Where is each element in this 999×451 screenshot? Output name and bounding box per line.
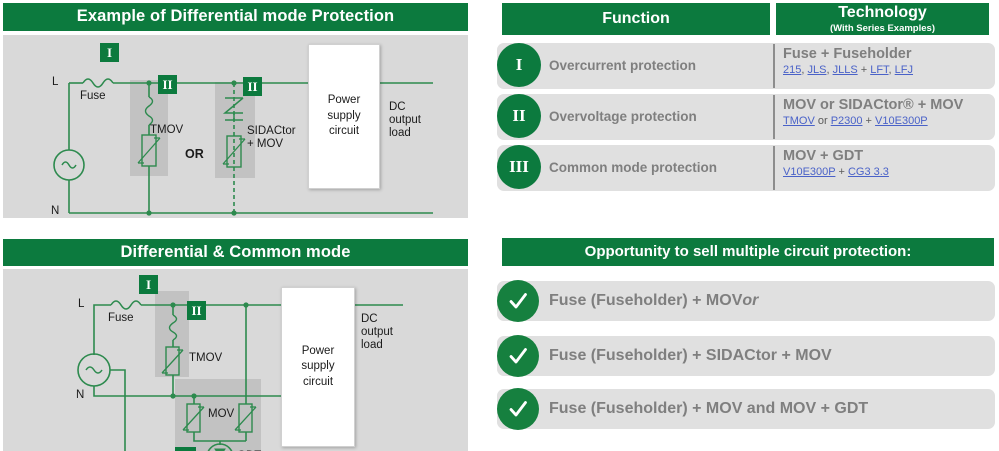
row-function-label: Overcurrent protection (549, 57, 697, 73)
row-numeral-badge: II (497, 94, 541, 138)
psu-line-1-bottom: Power (301, 344, 335, 357)
diagram-bottom-title: Differential & Common mode (120, 242, 351, 261)
link-v10e300p-2[interactable]: V10E300P (783, 165, 836, 178)
link-v10e300p[interactable]: V10E300P (875, 114, 928, 127)
label-neutral-top: N (51, 205, 60, 217)
label-line-bottom: L (78, 298, 85, 310)
badge-fuse-bottom: I (139, 275, 158, 294)
link-lfj[interactable]: LFJ (894, 63, 914, 76)
table-row[interactable]: II Overvoltage protection MOV or SIDACto… (497, 94, 995, 140)
diagram-bottom-title-bar: Differential & Common mode (3, 239, 468, 266)
row-technology-block: MOV + GDT V10E300P + CG3 3.3 (783, 148, 889, 179)
label-sidactor-mov-top: + MOV (247, 138, 284, 150)
label-dc-1-top: DC (389, 101, 406, 113)
badge-fuse-top: I (100, 43, 119, 62)
row-technology-main: Fuse + Fuseholder (783, 46, 912, 62)
psu-line-1: Power (327, 94, 361, 107)
row-technology-links: 215, JLS, JLLS + LFT, LFJ (783, 63, 914, 76)
psu-line-2-bottom: supply (301, 360, 335, 373)
opportunity-item-text: Fuse (Fuseholder) + MOV and MOV + GDT (549, 400, 869, 417)
row-numeral-badge: I (497, 43, 541, 87)
opportunity-item-emphasis: or (742, 292, 759, 309)
opportunity-item[interactable]: Fuse (Fuseholder) + MOV or (497, 280, 995, 322)
label-sidactor-top: SIDACtor (247, 125, 296, 137)
row-technology-links: V10E300P + CG3 3.3 (783, 165, 889, 178)
table-header-technology: Technology (With Series Examples) (776, 3, 989, 35)
label-dc-2-top: output (389, 114, 421, 126)
row-function-label: Common mode protection (549, 159, 717, 175)
label-dc-3-bottom: load (361, 339, 383, 351)
diagram-top-title: Example of Differential mode Protection (76, 7, 395, 26)
psu-line-3: circuit (328, 125, 360, 138)
row-technology-main: MOV or SIDACtor® + MOV (783, 97, 964, 113)
label-fuse-bottom: Fuse (108, 312, 134, 324)
opportunity-item[interactable]: Fuse (Fuseholder) + SIDACtor + MOV (497, 335, 995, 377)
badge-tmov-bottom: II (187, 301, 206, 320)
label-mov-bottom: MOV (208, 408, 235, 420)
psu-line-3-bottom: circuit (302, 375, 334, 388)
badge-gdt-bottom: III (175, 447, 196, 451)
row-column-divider (773, 44, 775, 88)
link-jls[interactable]: JLS (807, 63, 827, 76)
link-215[interactable]: 215 (783, 63, 802, 76)
label-neutral-bottom: N (76, 389, 85, 401)
label-fuse-top: Fuse (80, 90, 106, 102)
label-tmov-bottom: TMOV (189, 352, 223, 364)
table-header-function-label: Function (602, 10, 670, 27)
diagram-bottom-svg (77, 300, 403, 451)
row-technology-block: Fuse + Fuseholder 215, JLS, JLLS + LFT, … (783, 46, 913, 77)
opportunity-item-label: Fuse (Fuseholder) + MOV and MOV + GDT (549, 389, 868, 429)
opportunity-title: Opportunity to sell multiple circuit pro… (584, 243, 912, 261)
label-dc-2-bottom: output (361, 326, 393, 338)
row-technology-block: MOV or SIDACtor® + MOV TMOV or P2300 + V… (783, 97, 963, 128)
label-dc-1-bottom: DC (361, 313, 378, 325)
check-icon (497, 388, 539, 430)
opportunity-item-text: Fuse (Fuseholder) + SIDACtor + MOV (549, 347, 832, 364)
row-numeral-badge: III (497, 145, 541, 189)
table-row[interactable]: III Common mode protection MOV + GDT V10… (497, 145, 995, 191)
check-icon (497, 280, 539, 322)
opportunity-item-label: Fuse (Fuseholder) + MOV or (549, 281, 758, 321)
row-column-divider (773, 95, 775, 139)
row-column-divider (773, 146, 775, 190)
badge-sidactor-top: II (243, 77, 262, 96)
row-technology-main: MOV + GDT (783, 148, 864, 164)
label-dc-3-top: load (389, 127, 411, 139)
opportunity-item-label: Fuse (Fuseholder) + SIDACtor + MOV (549, 336, 832, 376)
link-cg3-33[interactable]: CG3 3.3 (847, 165, 889, 178)
diagram-top-title-bar: Example of Differential mode Protection (3, 3, 468, 31)
label-or: OR (185, 147, 204, 161)
table-row[interactable]: I Overcurrent protection Fuse + Fusehold… (497, 43, 995, 89)
link-p2300[interactable]: P2300 (830, 114, 863, 127)
link-lft[interactable]: LFT (870, 63, 889, 76)
table-header-function: Function (502, 3, 770, 35)
opportunity-item-text: Fuse (Fuseholder) + MOV (549, 292, 743, 309)
power-supply-box-bottom: Power supply circuit (281, 287, 355, 447)
opportunity-item[interactable]: Fuse (Fuseholder) + MOV and MOV + GDT (497, 388, 995, 430)
table-header-technology-sub: (With Series Examples) (830, 23, 935, 34)
badge-tmov-top: II (158, 75, 177, 94)
row-technology-links: TMOV or P2300 + V10E300P (783, 114, 928, 127)
label-tmov-top: TMOV (150, 124, 184, 136)
diagram-top-panel: Power supply circuit L N Fuse TMOV SIDAC… (3, 35, 468, 218)
opportunity-title-bar: Opportunity to sell multiple circuit pro… (502, 238, 994, 266)
power-supply-box-top: Power supply circuit (308, 44, 380, 189)
link-tmov[interactable]: TMOV (783, 114, 815, 127)
link-jlls[interactable]: JLLS (832, 63, 858, 76)
row-function-label: Overvoltage protection (549, 108, 697, 124)
label-line-top: L (52, 76, 59, 88)
check-icon (497, 335, 539, 377)
psu-line-2: supply (327, 109, 361, 122)
diagram-bottom-panel: Power supply circuit L N G Fuse TMOV MOV… (3, 269, 468, 451)
table-header-technology-label: Technology (838, 4, 927, 21)
